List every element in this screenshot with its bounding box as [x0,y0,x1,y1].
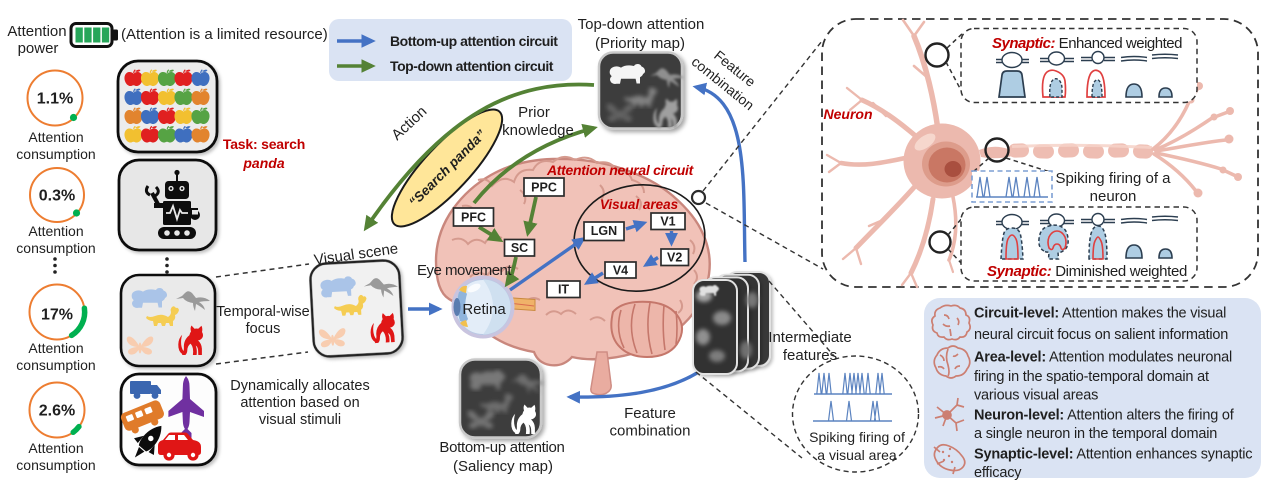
svg-text:V2: V2 [667,251,682,265]
svg-text:a single neuron in the tempora: a single neuron in the temporal domain [974,426,1217,442]
svg-text:Neuron-level: Attention alters: Neuron-level: Attention alters the firin… [974,408,1235,424]
svg-text:various visual areas: various visual areas [974,388,1098,404]
svg-text:neural circuit focus on salien: neural circuit focus on salient informat… [974,327,1228,343]
svg-text:Visual areas: Visual areas [600,197,679,212]
svg-text:neuron: neuron [1090,188,1137,205]
svg-text:firing in the spatio-temporal: firing in the spatio-temporal domain at [974,369,1209,385]
svg-text:power: power [18,40,59,57]
svg-text:Spiking firing of: Spiking firing of [809,429,905,445]
svg-text:Temporal-wise: Temporal-wise [216,304,309,320]
svg-text:Attention: Attention [7,23,66,40]
svg-text:Attention: Attention [28,340,83,356]
svg-text:Top-down attention circuit: Top-down attention circuit [390,58,554,74]
svg-text:Attention: Attention [28,440,83,456]
svg-text:Bottom-up attention: Bottom-up attention [439,439,564,456]
svg-text:17%: 17% [41,307,73,324]
svg-text:0.3%: 0.3% [39,188,75,205]
svg-text:knowledge: knowledge [502,122,574,139]
svg-text:focus: focus [246,321,281,337]
svg-text:1.1%: 1.1% [37,91,73,108]
svg-text:Area-level: Attention modulate: Area-level: Attention modulates neuronal [974,350,1232,366]
svg-text:Synaptic-level: Attention enha: Synaptic-level: Attention enhances synap… [974,447,1252,463]
svg-text:panda: panda [242,155,284,171]
svg-text:2.6%: 2.6% [39,403,75,420]
svg-text:consumption: consumption [16,146,95,162]
svg-text:Spiking firing of a: Spiking firing of a [1055,170,1171,187]
svg-text:Neuron: Neuron [824,106,873,122]
svg-text:features: features [783,347,837,364]
svg-text:LGN: LGN [591,224,617,238]
svg-text:SC: SC [511,241,528,255]
svg-text:Circuit-level: Attention makes: Circuit-level: Attention makes the visua… [974,306,1226,322]
svg-text:consumption: consumption [16,240,95,256]
svg-text:visual stimuli: visual stimuli [259,412,341,428]
svg-text:V1: V1 [660,215,675,229]
svg-text:Task: search: Task: search [223,136,305,152]
svg-text:Intermediate: Intermediate [768,329,851,346]
svg-text:consumption: consumption [16,457,95,473]
svg-text:Prior: Prior [518,104,550,121]
svg-text:a visual area: a visual area [817,447,897,463]
svg-text:Dynamically allocates: Dynamically allocates [230,378,369,394]
svg-text:Attention: Attention [28,223,83,239]
svg-text:(Priority map): (Priority map) [595,35,685,52]
svg-text:efficacy: efficacy [974,465,1022,481]
svg-text:(Saliency map): (Saliency map) [453,458,553,475]
svg-text:Attention: Attention [28,129,83,145]
svg-text:Synaptic: Enhanced weighted: Synaptic: Enhanced weighted [992,35,1182,52]
svg-text:Attention neural circuit: Attention neural circuit [546,162,695,178]
svg-text:attention based on: attention based on [240,395,359,411]
svg-text:(Attention is a limited resour: (Attention is a limited resource) [121,26,328,43]
svg-text:Retina: Retina [462,301,506,318]
svg-text:Top-down attention: Top-down attention [578,16,705,33]
svg-text:PFC: PFC [461,211,486,225]
svg-text:IT: IT [558,283,569,297]
svg-text:Bottom-up attention circuit: Bottom-up attention circuit [390,33,558,49]
svg-text:V4: V4 [613,264,628,278]
svg-text:Synaptic: Diminished weighted: Synaptic: Diminished weighted [987,263,1187,280]
svg-text:Feature: Feature [624,405,676,422]
svg-text:consumption: consumption [16,357,95,373]
svg-text:Eye movement: Eye movement [417,262,512,279]
svg-text:PPC: PPC [531,181,557,195]
svg-text:combination: combination [610,423,691,440]
